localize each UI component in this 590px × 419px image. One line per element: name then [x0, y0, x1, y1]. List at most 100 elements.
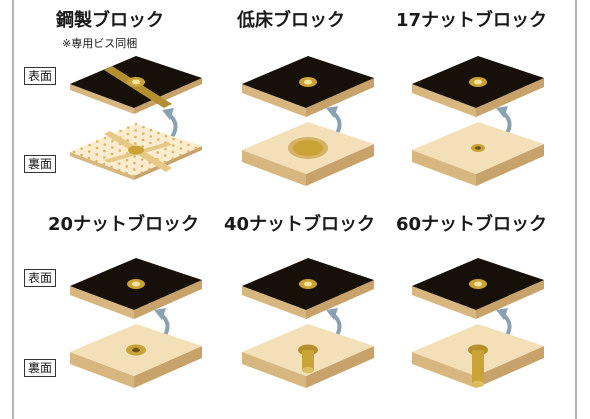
block-title-steel: 鋼製ブロック — [56, 10, 164, 31]
perforation-dot — [141, 138, 145, 142]
perforation-dot — [164, 134, 168, 138]
perforation-dot — [148, 167, 151, 171]
perforation-dot — [80, 153, 83, 157]
perforation-dot — [126, 139, 130, 142]
perforation-dot — [87, 150, 91, 153]
perforation-dot — [186, 150, 190, 153]
upper-block-front-face — [412, 84, 476, 117]
perforation-dot — [95, 140, 99, 143]
nut17-block-illustration — [412, 56, 544, 186]
perforation-dot — [140, 171, 144, 174]
perforation-dot — [95, 146, 99, 150]
perforation-dot — [102, 156, 106, 159]
perforation-dot — [141, 132, 145, 135]
perforation-dot — [134, 129, 138, 132]
nut40-block-illustration — [242, 258, 374, 388]
perforation-dot — [118, 149, 122, 152]
perforation-dot — [126, 132, 130, 136]
nut60-block-illustration — [412, 258, 544, 388]
perforation-dot — [171, 144, 175, 147]
perforation-dot — [103, 143, 107, 146]
perforation-dot — [125, 158, 129, 162]
lower-plate-front-face — [70, 152, 134, 180]
perforation-dot — [88, 143, 91, 147]
block-title-nut20: 20ナットブロック — [48, 214, 200, 235]
label-back-row1: 裏面 — [24, 155, 57, 174]
block-title-nut17: 17ナットブロック — [396, 10, 548, 31]
perforation-dot — [110, 152, 114, 156]
perforation-dot — [133, 142, 137, 145]
brass-nut-end — [472, 380, 484, 388]
perforation-dot — [110, 146, 114, 149]
lower-block-side-face — [306, 346, 374, 388]
frame-right-border — [575, 0, 577, 419]
perforation-dot — [103, 149, 106, 153]
label-front-row2: 表面 — [24, 269, 57, 288]
brass-hole — [132, 281, 140, 287]
block-title-nut40: 40ナットブロック — [224, 214, 376, 235]
flip-arrow-head — [162, 108, 174, 120]
frame-left-border — [12, 0, 14, 419]
perforation-pattern — [72, 122, 198, 178]
lower-block-side-face — [306, 144, 374, 186]
brass-nut-core — [132, 347, 140, 353]
perforation-dot — [194, 146, 198, 150]
perforation-dot — [171, 157, 175, 160]
perforation-dot — [103, 136, 107, 140]
perforation-dot — [119, 129, 122, 133]
perforation-dot — [134, 135, 137, 139]
perforation-dot — [95, 153, 99, 156]
steel-block-illustration — [70, 56, 202, 180]
label-front-row1: 表面 — [24, 67, 57, 86]
lower-block-front-face — [412, 352, 476, 388]
steel-strip — [104, 66, 172, 108]
perforation-dot — [140, 164, 144, 168]
block-note-steel: ※専用ビス同梱 — [62, 37, 138, 50]
upper-block-side-face — [306, 78, 374, 117]
low-floor-block-illustration — [242, 56, 374, 186]
upper-block-front-face — [242, 84, 306, 117]
perforation-dot — [163, 160, 167, 164]
perforation-dot — [179, 140, 183, 144]
perforation-dot — [157, 131, 160, 135]
perforation-dot — [117, 162, 121, 165]
lower-block-side-face — [476, 144, 544, 186]
perforation-dot — [125, 171, 128, 175]
perforation-dot — [111, 139, 114, 143]
perforation-dot — [133, 161, 136, 165]
perforation-dot — [156, 138, 160, 141]
perforation-dot — [110, 165, 113, 169]
perforation-dot — [140, 158, 144, 161]
lower-block-front-face — [242, 352, 306, 388]
nut20-block-illustration — [70, 258, 202, 388]
flip-arrow-head — [496, 308, 508, 320]
flip-arrow-head — [326, 106, 338, 118]
lower-plate-side-face — [134, 146, 202, 180]
brass-nut-icon — [293, 140, 323, 156]
upper-block-front-face — [242, 286, 306, 319]
upper-block-front-face — [412, 286, 476, 319]
lower-block-front-face — [412, 150, 476, 186]
perforation-dot — [126, 126, 130, 129]
brass-hole — [304, 281, 312, 287]
perforation-dot — [156, 151, 160, 154]
flip-arrow-head — [496, 106, 508, 118]
perforation-dot — [171, 150, 175, 154]
perforation-dot — [132, 174, 136, 178]
lower-block-front-face — [70, 352, 134, 388]
upper-block-side-face — [306, 280, 374, 319]
upper-block-front-face — [70, 84, 134, 114]
perforation-dot — [172, 137, 175, 141]
perforation-dot — [72, 150, 76, 154]
brass-nut-core — [475, 146, 481, 150]
brass-nut-icon — [128, 145, 144, 155]
perforation-dot — [179, 147, 183, 150]
brass-nut-end — [302, 366, 314, 374]
brass-hole — [132, 79, 140, 85]
brass-nut-icon — [472, 350, 484, 384]
upper-block-side-face — [476, 78, 544, 117]
perforation-dot — [164, 147, 167, 151]
perforation-dot — [179, 153, 182, 157]
lower-block-front-face — [242, 150, 306, 186]
